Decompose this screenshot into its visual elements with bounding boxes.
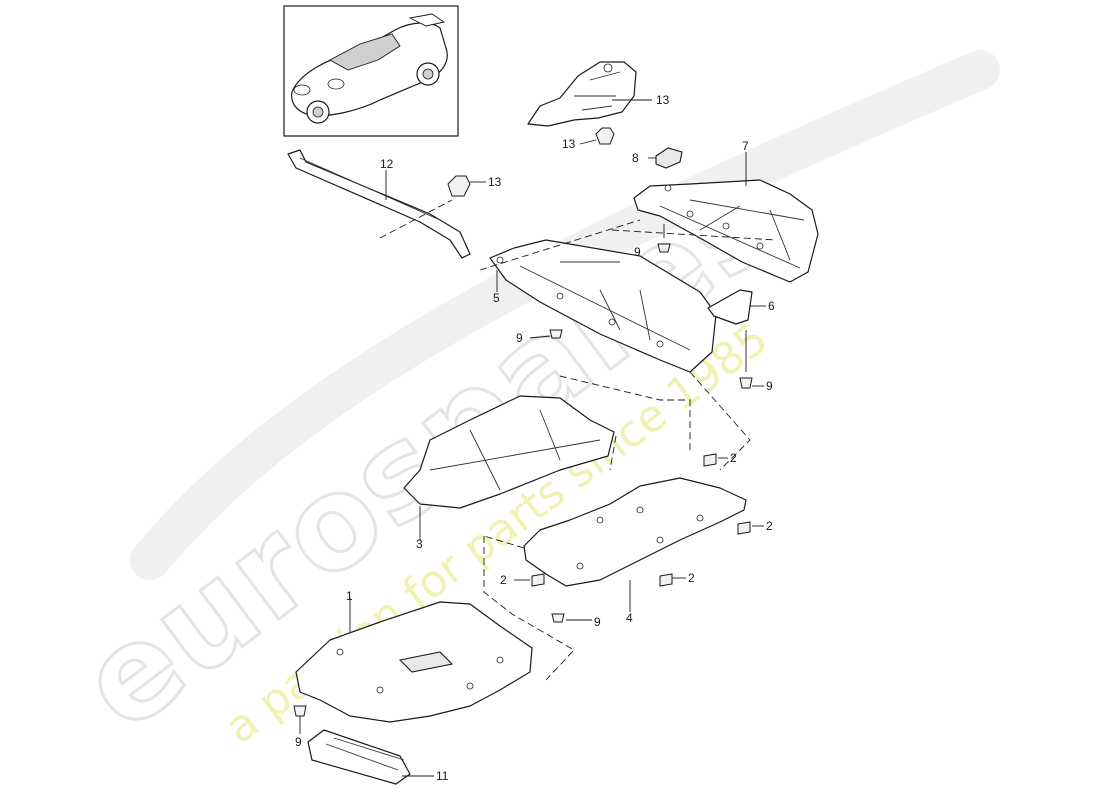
part-5-centre-panel — [489, 239, 717, 373]
part-3-floor-panel — [403, 395, 615, 509]
callouts: 13 13 12 13 8 7 9 5 6 9 9 2 2 3 2 2 4 9 … — [295, 93, 775, 783]
nut-2-a — [703, 453, 717, 467]
callout-2-a: 2 — [730, 451, 737, 465]
callout-4: 4 — [626, 611, 633, 625]
callout-9-d: 9 — [594, 615, 601, 629]
callout-13-lower: 13 — [488, 175, 502, 189]
callout-1: 1 — [346, 589, 353, 603]
callout-11: 12 — [380, 157, 394, 171]
callout-10: 11 — [436, 769, 449, 783]
bolt-9-a — [657, 224, 671, 253]
part-8-clip — [655, 147, 683, 169]
part-10-plate — [307, 729, 411, 785]
bolt-9-c — [739, 330, 753, 389]
callout-7: 7 — [742, 139, 749, 153]
clip-13-lower — [447, 175, 471, 197]
callout-2-c: 2 — [500, 573, 507, 587]
callout-3: 3 — [416, 537, 423, 551]
clip-13-upper — [595, 127, 615, 145]
bolt-9-b — [549, 329, 563, 339]
callout-9-a: 9 — [634, 245, 641, 259]
callout-9-c: 9 — [766, 379, 773, 393]
callout-2-d: 2 — [688, 571, 695, 585]
nut-2-d — [659, 573, 673, 587]
leader-lines — [299, 99, 766, 777]
vehicle-thumbnail — [283, 5, 459, 137]
callout-12: 13 — [656, 93, 670, 107]
nut-2-b — [737, 521, 751, 535]
part-4-floor-plate — [523, 477, 747, 587]
callout-9-b: 9 — [516, 331, 523, 345]
callout-8: 8 — [632, 151, 639, 165]
callout-9-e: 9 — [295, 735, 302, 749]
callout-6: 6 — [768, 299, 775, 313]
part-12-rear-cover — [527, 61, 637, 127]
part-11-rail — [287, 149, 471, 259]
callout-5: 5 — [493, 291, 500, 305]
car-icon — [291, 13, 448, 124]
part-6-bracket — [707, 289, 753, 325]
nut-2-c — [531, 573, 545, 587]
bolt-9-e — [293, 705, 307, 717]
bolt-9-d — [551, 613, 565, 623]
part-1-front-panel — [295, 601, 533, 723]
part-7-rear-panel — [633, 179, 819, 283]
assembly-lines — [379, 199, 777, 681]
callout-2-b: 2 — [766, 519, 773, 533]
callout-13-upper: 13 — [562, 137, 576, 151]
